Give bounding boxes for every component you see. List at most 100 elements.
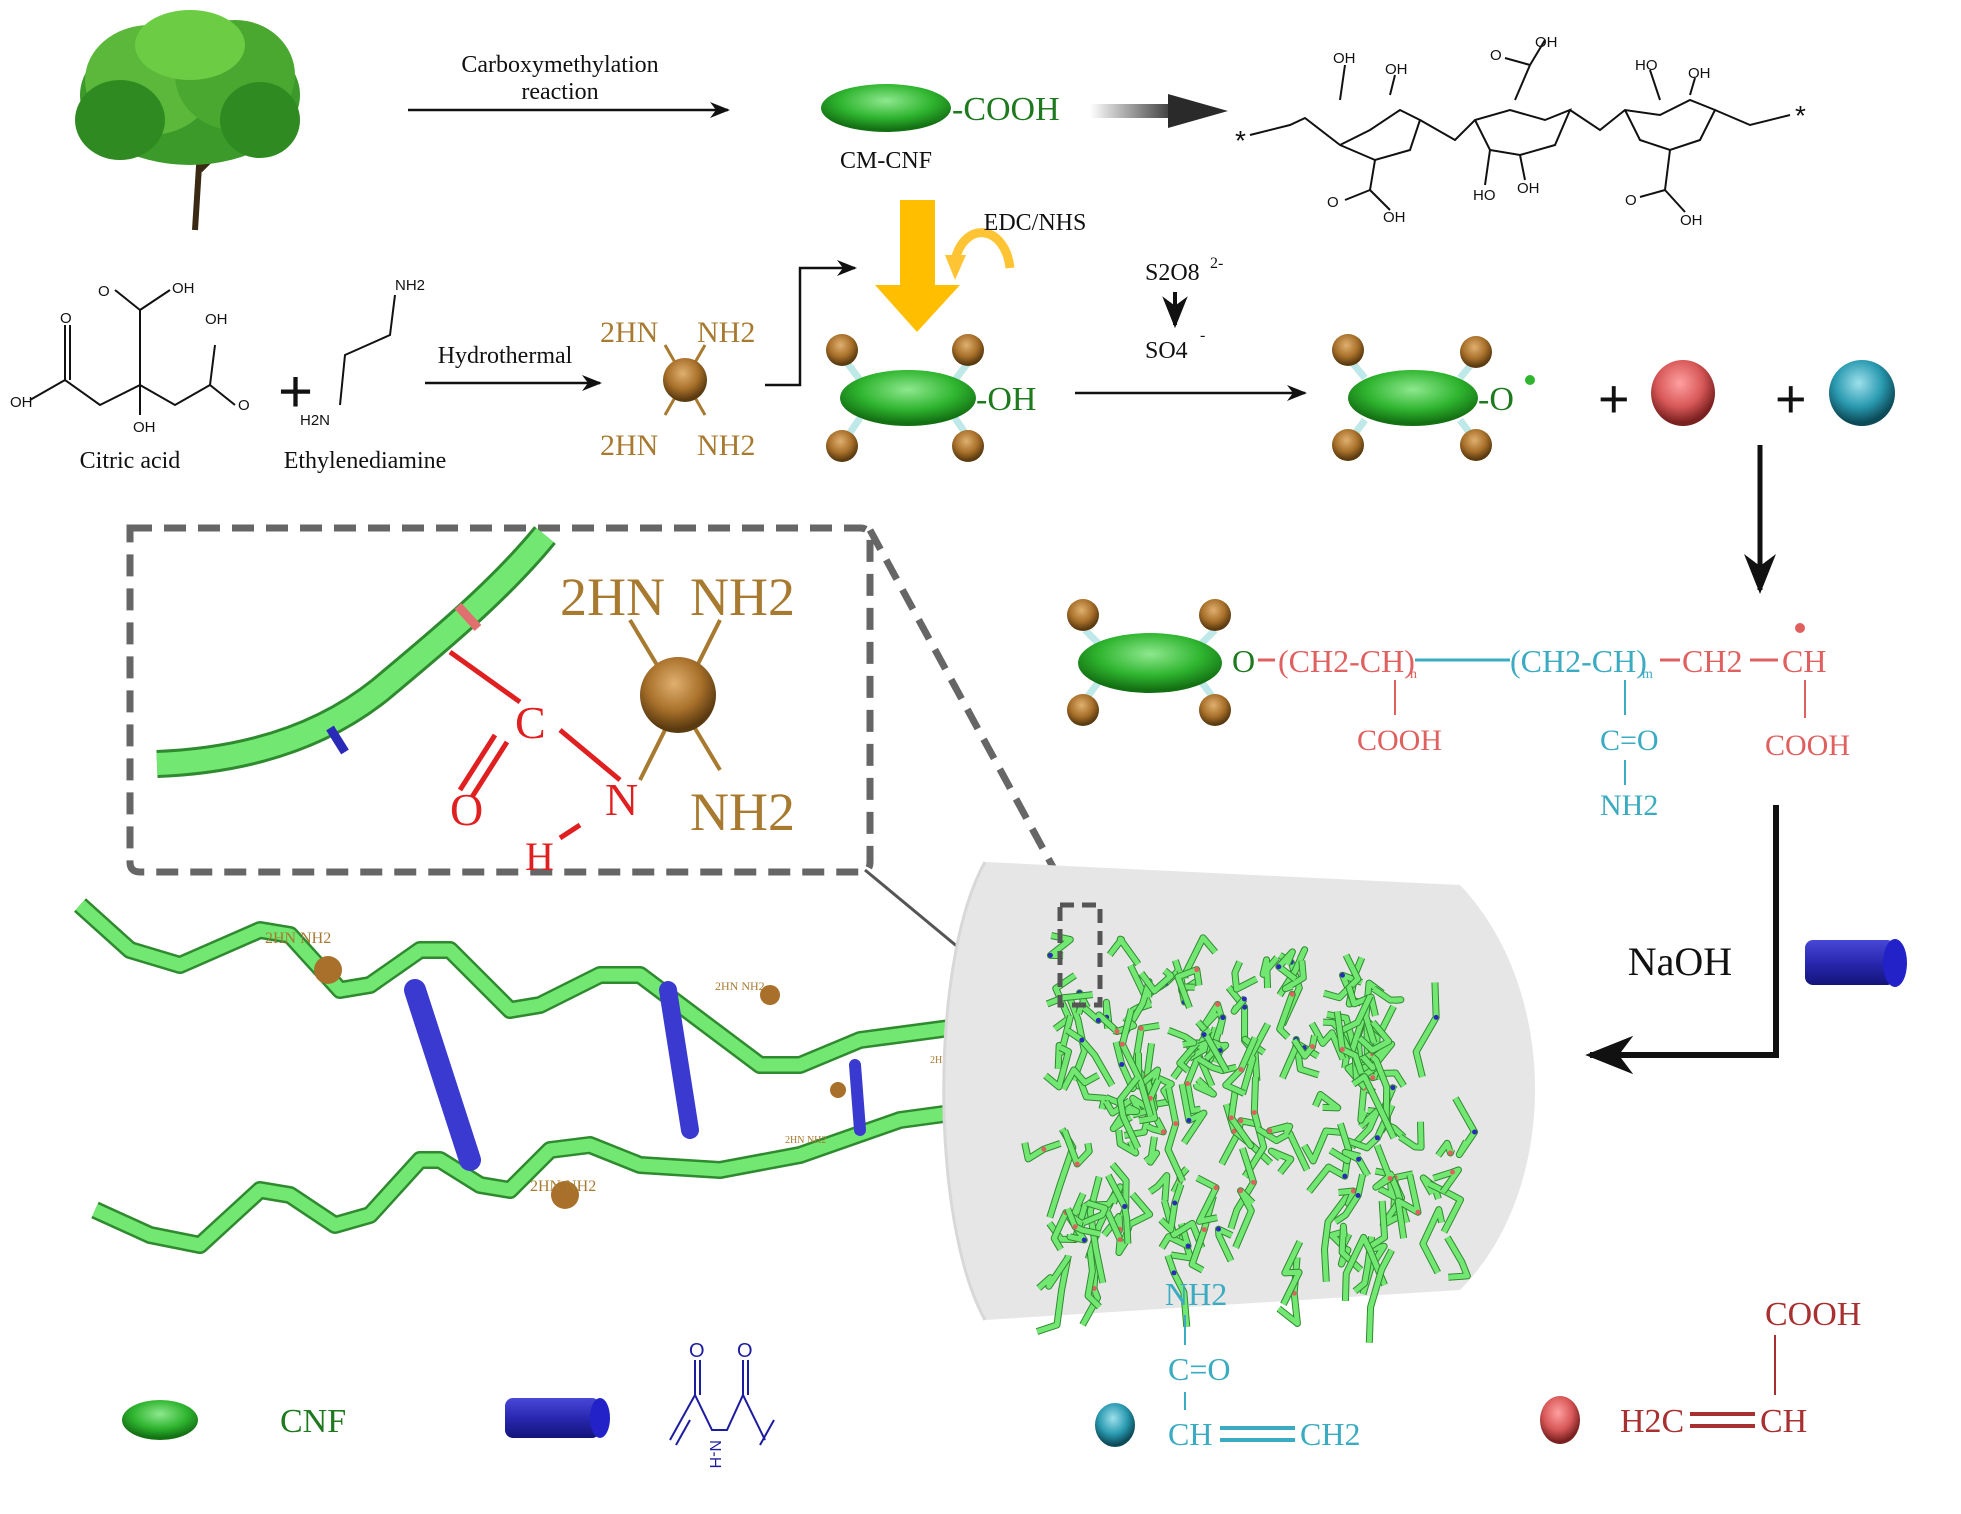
- n-subscript: n: [1410, 667, 1417, 682]
- acrylamide-co-label: C=O: [1168, 1351, 1231, 1387]
- inset-carbon-dot: 2HN NH2 NH2: [560, 567, 795, 842]
- network-junction: [1119, 1041, 1125, 1047]
- m-subscript: m: [1642, 667, 1653, 682]
- network-junction: [1072, 1224, 1078, 1230]
- network-fiber: [1361, 1041, 1395, 1071]
- network-fiber: [1395, 1174, 1421, 1239]
- network-fiber: [1159, 1183, 1184, 1233]
- network-fiber: [1233, 1188, 1255, 1249]
- radical-o-label: -O: [1478, 381, 1514, 418]
- network-fiber: [1116, 1129, 1139, 1156]
- network-fiber: [1200, 1001, 1225, 1031]
- carbon-dot: [314, 956, 342, 984]
- acrylic-segment: (CH2-CH): [1278, 643, 1415, 679]
- oh-label: OH: [1385, 61, 1408, 78]
- o-label: O: [1327, 194, 1339, 211]
- plus-sign: +: [1598, 369, 1630, 429]
- ho-label: HO: [1635, 57, 1658, 74]
- acrylamide-segment: (CH2-CH): [1510, 643, 1647, 679]
- network-junction: [1185, 1243, 1191, 1249]
- amine-label: 2HN NH2: [265, 930, 331, 947]
- amine-label: NH2: [697, 316, 755, 349]
- network-junction: [1450, 1169, 1456, 1175]
- network-fiber: [1373, 1144, 1395, 1190]
- network-junction: [1339, 972, 1345, 978]
- network-junction: [1238, 1067, 1244, 1073]
- network-fiber: [1240, 1022, 1271, 1095]
- grey-arrow: [1090, 94, 1228, 128]
- chain-end-left: *: [1235, 125, 1246, 156]
- plus-sign: +: [1775, 369, 1807, 429]
- chain-end-right: *: [1795, 100, 1806, 131]
- oh-group-label: -OH: [976, 381, 1036, 418]
- network-fiber: [1291, 1034, 1317, 1059]
- network-fiber: [1432, 1167, 1461, 1194]
- network-fiber: [1139, 968, 1174, 994]
- edc-curved-arrowhead: [945, 255, 966, 280]
- network-junction: [1267, 1128, 1273, 1134]
- network-junction: [1374, 1135, 1380, 1141]
- acrylic-acid-ball: [1651, 360, 1715, 426]
- network-fiber: [1165, 1087, 1186, 1183]
- amine-label: NH2: [697, 429, 755, 462]
- network-junction: [1095, 1017, 1101, 1023]
- network-fiber: [1146, 1117, 1166, 1135]
- network-junction: [1387, 1175, 1393, 1181]
- carbon-dot: [760, 985, 780, 1005]
- network-fiber: [1067, 996, 1087, 1082]
- network-junction: [1171, 1270, 1177, 1276]
- network-fiber: [1366, 1249, 1394, 1343]
- oh-label: OH: [1333, 50, 1356, 67]
- network-fiber: [1184, 1048, 1204, 1114]
- network-fiber: [1281, 1240, 1303, 1306]
- network-fiber: [1420, 1175, 1441, 1200]
- network-junction: [1220, 1015, 1226, 1021]
- zoom-inset-box: [126, 524, 874, 876]
- edc-curved-arrow: [950, 228, 1015, 269]
- network-fiber: [1282, 960, 1306, 992]
- cmcnf-cooh-label: -COOH: [952, 91, 1060, 128]
- fiber-network: [1021, 932, 1479, 1343]
- citric-acid-label: Citric acid: [80, 448, 181, 474]
- network-fiber: [1082, 1200, 1108, 1225]
- network-fiber: [1333, 1173, 1366, 1224]
- network-junction: [1186, 1117, 1192, 1123]
- network-fiber: [1398, 1121, 1424, 1150]
- persulfate-charge: 2-: [1210, 255, 1223, 272]
- network-fiber: [1104, 1095, 1140, 1115]
- elbow-arrow: [765, 260, 857, 387]
- cnf-radical: [1332, 334, 1535, 461]
- mba-structure: [669, 1360, 775, 1446]
- network-fiber: [1309, 1022, 1346, 1061]
- plus-sign: +: [278, 358, 313, 425]
- amine-label: 2HN: [600, 316, 658, 349]
- nitrogen-label: N: [605, 774, 638, 825]
- network-fiber: [1260, 955, 1279, 989]
- edc-down-arrow: [875, 200, 960, 332]
- crosslinker-rod: [659, 981, 699, 1139]
- carbon-dot: [551, 1181, 579, 1209]
- network-fiber: [1378, 1180, 1399, 1201]
- network-junction: [1122, 1204, 1128, 1210]
- network-junction: [1074, 1161, 1080, 1167]
- h2n-label: H2N: [300, 412, 330, 429]
- network-junction: [1238, 1118, 1244, 1124]
- naoh-label: NaOH: [1628, 939, 1732, 984]
- network-fiber: [1082, 1005, 1119, 1033]
- legend: CNF O O N-H NH2 C=O CH CH2 COOH H2C CH: [122, 1276, 1861, 1468]
- sulfate-charge: -: [1200, 327, 1205, 344]
- oh-label: OH: [172, 280, 195, 297]
- amine-label: 2HN: [600, 429, 658, 462]
- network-junction: [1184, 1081, 1190, 1087]
- edc-nhs-label: EDC/NHS: [984, 210, 1087, 236]
- network-junction: [1339, 1046, 1345, 1052]
- network-fiber: [1338, 1188, 1356, 1207]
- network-junction: [1447, 1150, 1453, 1156]
- zoom-connector-dashed: [866, 528, 1064, 882]
- naoh-arrow: [1585, 805, 1779, 1075]
- network-junction: [1138, 1025, 1144, 1031]
- legend-cnf-icon: [122, 1400, 198, 1440]
- oh-label: OH: [1383, 209, 1406, 226]
- network-fiber: [1268, 1148, 1294, 1175]
- network-junction: [1194, 967, 1200, 973]
